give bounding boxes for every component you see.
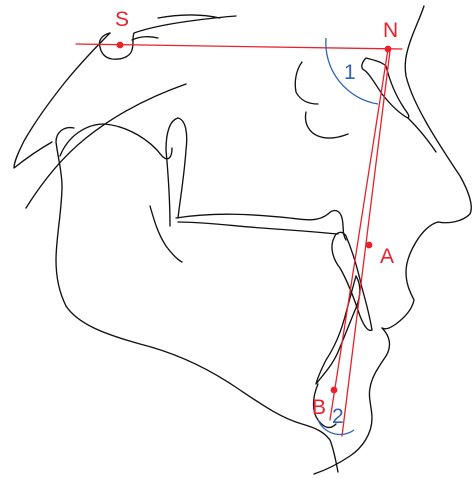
a-point [365, 241, 373, 249]
palatal-plane-outline [175, 213, 329, 221]
b-label: B [312, 396, 326, 419]
reference-lines [75, 43, 403, 437]
b-point [330, 386, 338, 394]
orbit-outline [294, 61, 319, 105]
angle-1-label: 1 [344, 61, 356, 84]
angle-1-arc [325, 37, 379, 105]
upper-dentition-outline [327, 209, 347, 241]
cranial-base-outline [98, 15, 237, 60]
palate-inferior-outline [177, 221, 339, 235]
anatomical-tracing [13, 5, 472, 475]
soft-tissue-lower-lip-chin [313, 327, 391, 475]
sn-line [75, 43, 403, 50]
soft-tissue-forehead-nose [404, 5, 472, 224]
angle-arcs [317, 37, 379, 436]
upper-incisor-outline [331, 231, 373, 332]
n-label: N [383, 19, 398, 42]
ramus-condyle-outline [55, 126, 75, 307]
soft-tissue-nose-base [407, 117, 437, 153]
middle-cranial-fossa-outline [157, 14, 221, 19]
soft-tissue-upper-lip [381, 221, 439, 330]
pterygomaxillary-outline [59, 123, 173, 160]
posterior-cranial-base-outline [13, 32, 111, 169]
angle-labels: 1 2 [332, 61, 356, 428]
na-line [329, 48, 389, 421]
landmark-labels: S N A B [115, 8, 398, 419]
a-label: A [380, 245, 394, 268]
s-label: S [115, 8, 129, 31]
angle-2-arc [317, 419, 355, 436]
s-point [116, 41, 124, 49]
n-point [384, 45, 392, 53]
angle-2-label: 2 [332, 405, 344, 428]
mandible-lower-border-outline [65, 305, 339, 473]
ramus-anterior-outline [149, 205, 183, 263]
orbit-floor-outline [304, 111, 349, 139]
lower-incisor-outline [315, 275, 361, 385]
coronoid-process-outline [165, 117, 188, 227]
landmark-points [116, 41, 392, 394]
clivus-outline [25, 83, 187, 209]
anterior-clinoid-outline [131, 36, 159, 41]
